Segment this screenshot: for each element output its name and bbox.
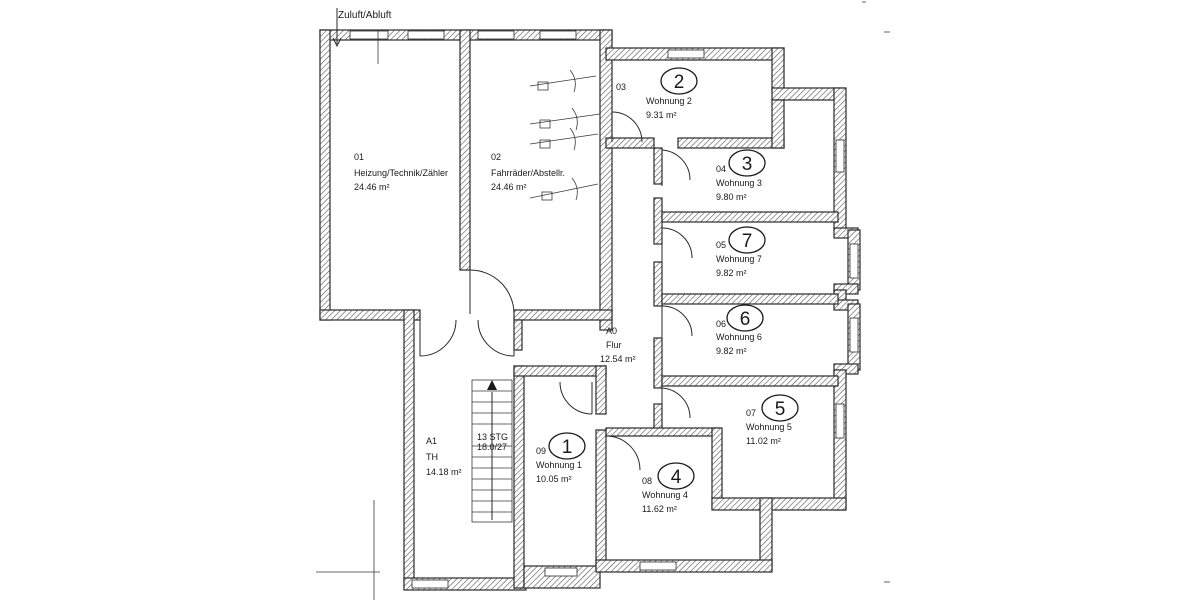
room-name: Heizung/Technik/Zähler: [354, 168, 448, 178]
ventilation-marker: Zuluft/Abluft: [332, 8, 392, 64]
room-name: Wohnung 3: [716, 178, 762, 188]
room-wohnung-5: 07 5 Wohnung 5 11.02 m²: [746, 394, 799, 446]
room-area: 24.46 m²: [491, 182, 527, 192]
unit-number-badge: [660, 67, 698, 95]
unit-number: 6: [740, 309, 751, 330]
unit-number-badge: [726, 304, 764, 332]
room-code: 08: [642, 476, 652, 486]
room-name: TH: [426, 452, 438, 462]
room-code: 01: [354, 152, 364, 162]
unit-number-badge: [657, 462, 695, 490]
room-name: Flur: [606, 340, 622, 350]
room-wohnung-6: 06 6 Wohnung 6 9.82 m²: [716, 304, 764, 356]
room-heizung: 01 Heizung/Technik/Zähler 24.46 m²: [354, 152, 448, 192]
stair-dimensions-label: 18.0/27: [477, 442, 507, 452]
bicycle-icon: [529, 107, 601, 131]
unit-number: 4: [671, 467, 682, 488]
room-code: 07: [746, 408, 756, 418]
bicycle-icon: [529, 69, 597, 93]
room-code: 09: [536, 446, 546, 456]
room-name: Wohnung 2: [646, 96, 692, 106]
arrow-down-icon: [332, 37, 342, 48]
stair-arrow-icon: [487, 380, 497, 390]
room-wohnung-1: 09 1 Wohnung 1 10.05 m²: [536, 432, 586, 484]
unit-number: 3: [742, 154, 753, 175]
unit-number: 5: [775, 399, 786, 420]
unit-number: 1: [562, 437, 573, 458]
unit-number-badge: [728, 226, 766, 254]
room-area: 12.54 m²: [600, 354, 636, 364]
bicycle-icon: [529, 177, 599, 201]
margin-marks: [316, 1, 890, 600]
stair-steps-label: 13 STG: [477, 432, 508, 442]
room-code: 02: [491, 152, 501, 162]
doors: [419, 111, 693, 471]
room-code: 06: [716, 319, 726, 329]
room-code: 04: [716, 164, 726, 174]
room-area: 9.80 m²: [716, 192, 747, 202]
unit-number-badge: [728, 149, 766, 177]
room-code: A0: [606, 326, 617, 336]
room-flur: A0 Flur 12.54 m²: [600, 326, 636, 364]
ventilation-label: Zuluft/Abluft: [338, 10, 392, 21]
room-area: 11.62 m²: [642, 504, 677, 514]
bicycle-icon: [529, 127, 599, 151]
room-area: 9.31 m²: [646, 110, 677, 120]
room-name: Wohnung 1: [536, 460, 582, 470]
room-code: 05: [716, 240, 726, 250]
room-area: 10.05 m²: [536, 474, 572, 484]
room-name: Wohnung 6: [716, 332, 762, 342]
staircase: 13 STG 18.0/27: [471, 379, 513, 523]
room-code: A1: [426, 436, 437, 446]
room-area: 14.18 m²: [426, 467, 462, 477]
room-name: Wohnung 4: [642, 490, 688, 500]
room-name: Wohnung 7: [716, 254, 762, 264]
room-treppenhaus: A1 TH 14.18 m²: [426, 436, 462, 477]
room-name: Wohnung 5: [746, 422, 792, 432]
unit-number: 7: [742, 231, 753, 252]
bicycle-icons: [529, 69, 601, 201]
walls: [319, 29, 861, 591]
room-area: 9.82 m²: [716, 346, 747, 356]
unit-number: 2: [674, 72, 685, 93]
room-wohnung-3: 04 3 Wohnung 3 9.80 m²: [716, 149, 766, 202]
room-name: Fahrräder/Abstellr.: [491, 168, 565, 178]
room-wohnung-2: 03 2 Wohnung 2 9.31 m²: [616, 67, 698, 120]
unit-number-badge: [548, 432, 586, 460]
room-area: 24.46 m²: [354, 182, 390, 192]
room-code: 03: [616, 82, 626, 92]
room-area: 11.02 m²: [746, 436, 781, 446]
unit-number-badge: [761, 394, 799, 422]
windows: [349, 30, 859, 589]
room-wohnung-4: 08 4 Wohnung 4 11.62 m²: [642, 462, 695, 514]
room-wohnung-7: 05 7 Wohnung 7 9.82 m²: [716, 226, 766, 278]
room-area: 9.82 m²: [716, 268, 747, 278]
room-fahrraeder: 02 Fahrräder/Abstellr. 24.46 m²: [491, 152, 565, 192]
